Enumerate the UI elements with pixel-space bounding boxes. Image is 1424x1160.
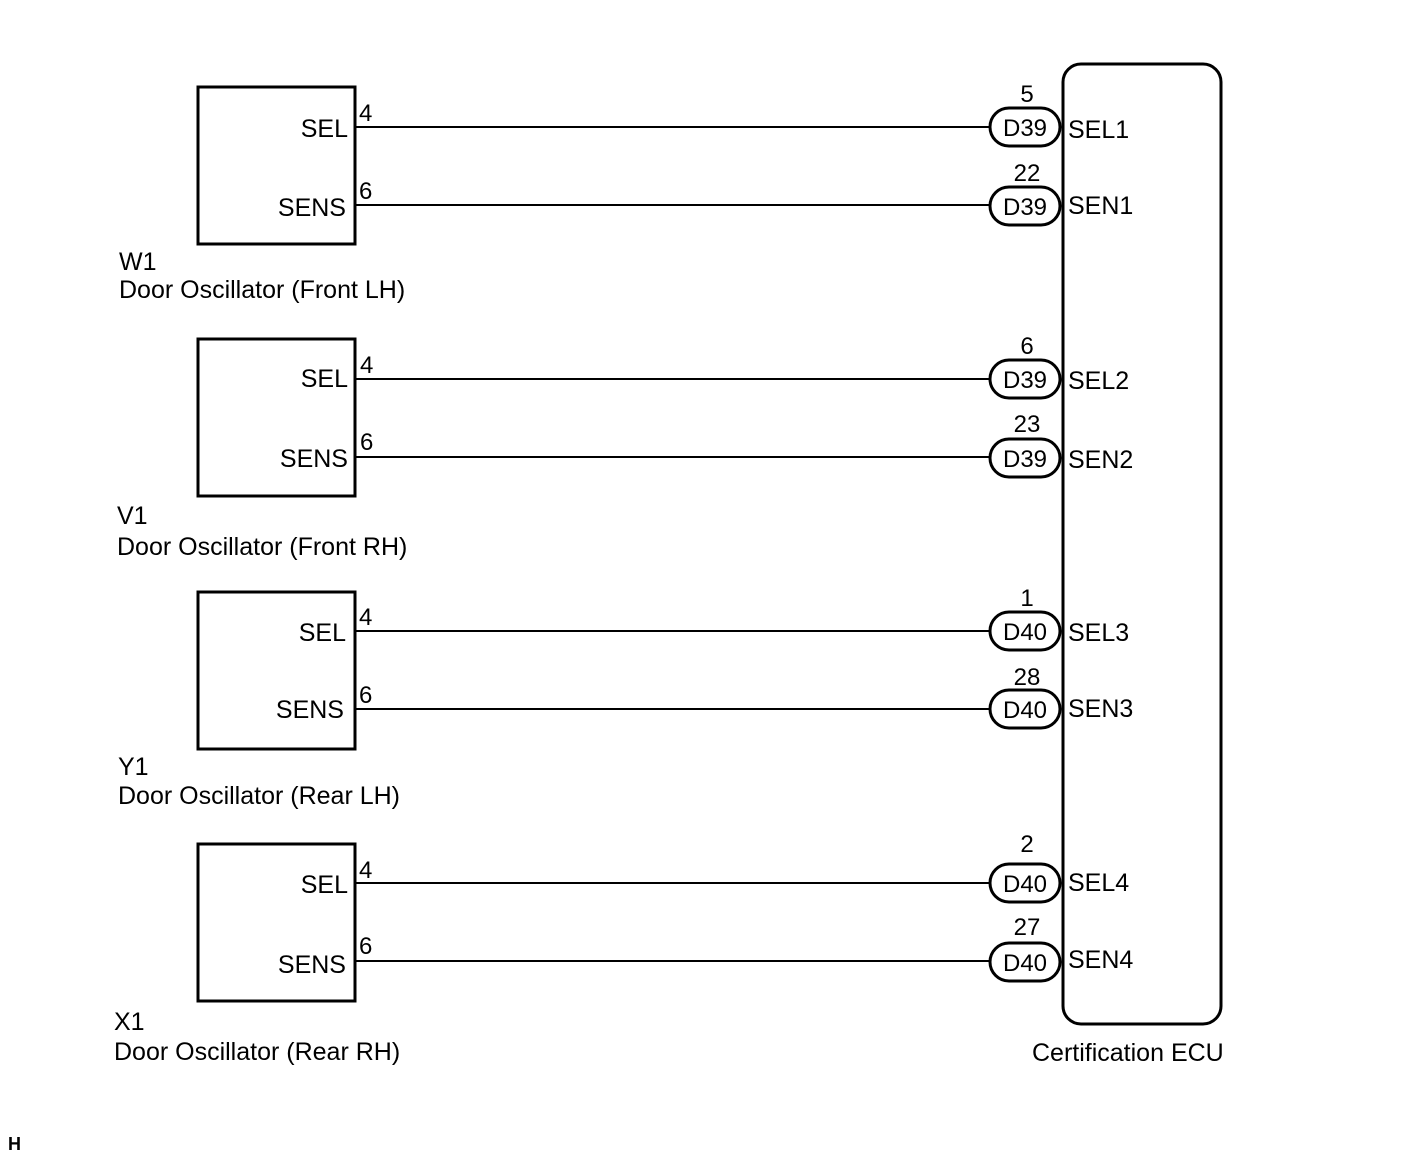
sel-label: SEL	[299, 619, 346, 647]
connector-code: D39	[1003, 367, 1047, 394]
wire-sen2: D39 23 SEN2	[355, 411, 1133, 479]
corner-mark: H	[8, 1134, 21, 1154]
ecu-pin-number: 22	[1014, 160, 1041, 187]
sens-label: SENS	[278, 951, 346, 979]
connector-code: D40	[1003, 950, 1047, 977]
ecu-signal-label: SEN1	[1068, 192, 1133, 220]
sens-label: SENS	[276, 696, 344, 724]
wire-sel2: D39 6 SEL2	[355, 333, 1129, 400]
ecu-pin-number: 5	[1020, 81, 1033, 108]
ecu-signal-label: SEL2	[1068, 367, 1129, 395]
connector-pill	[988, 437, 1062, 479]
connector-pill	[988, 610, 1062, 652]
connector-code: D40	[1003, 871, 1047, 898]
oscillator-code: Y1	[118, 753, 149, 781]
oscillator-code: X1	[114, 1008, 145, 1036]
sens-pin-number: 6	[359, 682, 372, 709]
wire-sel3: D40 1 SEL3	[355, 585, 1129, 652]
oscillator-v1: SEL SENS 4 6 V1 Door Oscillator (Front R…	[117, 337, 407, 561]
ecu-signal-label: SEN2	[1068, 446, 1133, 474]
wire-sen1: D39 22 SEN1	[355, 160, 1133, 227]
oscillator-name: Door Oscillator (Front RH)	[117, 533, 407, 561]
connector-pill	[988, 941, 1062, 983]
oscillator-box	[196, 590, 357, 751]
oscillator-name: Door Oscillator (Rear LH)	[118, 782, 400, 810]
ecu-pin-number: 2	[1020, 831, 1033, 858]
connector-code: D39	[1003, 194, 1047, 221]
sel-label: SEL	[301, 365, 348, 393]
ecu-pin-number: 6	[1020, 333, 1033, 360]
sens-label: SENS	[280, 445, 348, 473]
connector-pill	[988, 185, 1062, 227]
oscillator-box	[196, 842, 357, 1003]
wire-sen3: D40 28 SEN3	[355, 664, 1133, 730]
sel-pin-number: 4	[359, 857, 372, 884]
ecu-pin-number: 28	[1014, 664, 1041, 691]
oscillator-code: W1	[119, 248, 157, 276]
sens-pin-number: 6	[360, 429, 373, 456]
oscillator-box	[196, 85, 357, 246]
ecu-signal-label: SEL4	[1068, 869, 1129, 897]
sel-label: SEL	[301, 871, 348, 899]
connector-code: D39	[1003, 446, 1047, 473]
connector-pill	[988, 862, 1062, 904]
ecu-pin-number: 1	[1020, 585, 1033, 612]
ecu-pin-number: 23	[1014, 411, 1041, 438]
oscillator-x1: SEL SENS 4 6 X1 Door Oscillator (Rear RH…	[114, 842, 400, 1066]
connector-code: D40	[1003, 697, 1047, 724]
sel-pin-number: 4	[360, 352, 373, 379]
ecu-signal-label: SEN4	[1068, 946, 1133, 974]
sel-pin-number: 4	[359, 100, 372, 127]
oscillator-y1: SEL SENS 4 6 Y1 Door Oscillator (Rear LH…	[118, 590, 400, 810]
ecu-signal-label: SEL3	[1068, 619, 1129, 647]
oscillator-code: V1	[117, 502, 148, 530]
oscillator-w1: SEL SENS 4 6 W1 Door Oscillator (Front L…	[119, 85, 405, 304]
connector-code: D39	[1003, 115, 1047, 142]
sel-pin-number: 4	[359, 604, 372, 631]
certification-ecu-box	[1061, 62, 1223, 1026]
wire-sel1: D39 5 SEL1	[355, 81, 1129, 148]
connector-pill	[988, 688, 1062, 730]
sens-pin-number: 6	[359, 178, 372, 205]
sens-label: SENS	[278, 194, 346, 222]
oscillator-name: Door Oscillator (Rear RH)	[114, 1038, 400, 1066]
sens-pin-number: 6	[359, 933, 372, 960]
ecu-pin-number: 27	[1014, 914, 1041, 941]
connector-pill	[988, 106, 1062, 148]
ecu-name: Certification ECU	[1032, 1039, 1224, 1067]
sel-label: SEL	[301, 115, 348, 143]
oscillator-box	[196, 337, 357, 498]
oscillator-name: Door Oscillator (Front LH)	[119, 276, 405, 304]
ecu-signal-label: SEN3	[1068, 695, 1133, 723]
ecu-signal-label: SEL1	[1068, 116, 1129, 144]
wire-sel4: D40 2 SEL4	[355, 831, 1129, 904]
connector-code: D40	[1003, 619, 1047, 646]
wire-sen4: D40 27 SEN4	[355, 914, 1133, 983]
connector-pill	[988, 358, 1062, 400]
